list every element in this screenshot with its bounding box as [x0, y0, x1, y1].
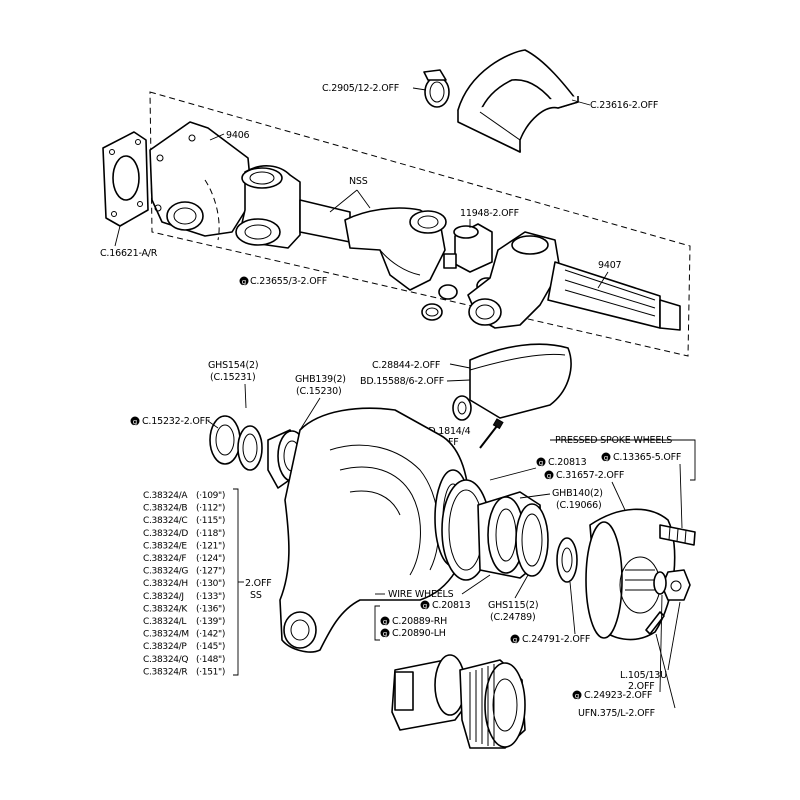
label-washer: C.24923-2.OFF	[584, 690, 652, 701]
label-stud: C.13365-5.OFF	[613, 452, 681, 463]
shim-size: (·115")	[196, 516, 225, 526]
label-cover: C.23616-2.OFF	[590, 100, 658, 111]
shim-table: C.38324/A (·109") C.38324/B (·112") C.38324/…	[143, 491, 225, 677]
shim-size: (·136")	[196, 604, 225, 614]
symbol-rh: g	[383, 618, 387, 626]
shim-part-number: C.38324/C	[143, 516, 187, 526]
label-hub-seal-b: (C.24789)	[490, 612, 536, 623]
wheel-hub	[585, 508, 676, 641]
shim-part-number: C.38324/A	[143, 491, 188, 501]
shim-part-number: C.38324/K	[143, 604, 188, 614]
shim-size: (·151")	[196, 667, 225, 677]
shim-size: (·118")	[196, 529, 225, 539]
label-shield: C.28844-2.OFF	[372, 360, 440, 371]
label-shim-qty: 2.OFF	[245, 578, 271, 589]
symbol-circlip: g	[242, 278, 246, 286]
shim-size: (·124")	[196, 554, 225, 564]
symbol-shim-outer: g	[133, 418, 137, 426]
label-gasket: C.16621-A/R	[100, 248, 158, 259]
shim-part-number: C.38324/H	[143, 579, 188, 589]
shim-part-number: C.38324/Q	[143, 655, 188, 665]
shim-part-number: C.38324/F	[143, 554, 186, 564]
symbol-collar: g	[513, 636, 517, 644]
shim-size: (·112")	[196, 504, 225, 514]
wire-wheel-hub	[391, 654, 526, 749]
label-hub-bearing-b: (C.19066)	[556, 500, 602, 511]
seal	[209, 415, 241, 465]
symbol-lh: g	[383, 630, 387, 638]
shim-part-number: C.38324/B	[143, 504, 187, 514]
label-seal-b: (C.15231)	[210, 372, 256, 383]
washer	[653, 571, 667, 595]
label-spacer: C.20813	[548, 457, 587, 468]
shim-size: (·133")	[196, 592, 225, 602]
symbol-washer: g	[575, 692, 579, 700]
label-bearing-a: GHB139(2)	[295, 374, 346, 385]
label-nut-a: L.105/13U	[620, 670, 667, 681]
circlips	[421, 284, 458, 321]
shim-ring	[237, 425, 263, 471]
shim-part-number: C.38324/P	[143, 642, 187, 652]
shim-size: (·145")	[196, 642, 225, 652]
symbol-wire-spacer: g	[423, 602, 427, 610]
label-circlip: C.23655/3-2.OFF	[250, 276, 327, 287]
shim-size: (·142")	[196, 630, 225, 640]
label-hub-bearing-a: GHB140(2)	[552, 488, 603, 499]
differential-housing	[149, 121, 253, 241]
shim-part-number: C.38324/E	[143, 541, 187, 551]
label-wire-header: WIRE WHEELS	[388, 589, 454, 600]
label-hub: C.31657-2.OFF	[556, 470, 624, 481]
label-shim-ss: SS	[250, 590, 262, 601]
label-bolt: BD.15588/6-2.OFF	[360, 376, 444, 387]
label-nss: NSS	[349, 176, 368, 187]
shim-part-number: C.38324/G	[143, 567, 188, 577]
label-hub-seal-a: GHS115(2)	[488, 600, 538, 611]
gasket	[102, 131, 149, 227]
inner-yoke	[235, 165, 351, 249]
label-clip: C.2905/12-2.OFF	[322, 83, 399, 94]
label-shaft: 9407	[598, 260, 622, 271]
assembly-outline	[149, 91, 691, 357]
label-pressed-header: PRESSED SPOKE WHEELS	[555, 435, 672, 446]
label-ujoint: 11948-2.OFF	[460, 208, 519, 219]
shim-size: (·109")	[196, 491, 225, 501]
label-bearing-b: (C.15230)	[296, 386, 342, 397]
symbol-hub: g	[547, 472, 551, 480]
label-screw-a: BD.1814/4	[422, 426, 471, 437]
label-lh: C.20890-LH	[392, 628, 446, 639]
label-wire-spacer: C.20813	[432, 600, 471, 611]
shield	[469, 343, 572, 419]
label-shim-outer: C.15232-2.OFF	[142, 416, 210, 427]
shim-part-number: C.38324/D	[143, 529, 188, 539]
shim-size: (·139")	[196, 617, 225, 627]
shim-size: (·127")	[196, 567, 225, 577]
collar	[556, 537, 578, 583]
shim-part-number: C.38324/L	[143, 617, 186, 627]
outer-yoke	[344, 207, 447, 291]
shim-part-number: C.38324/M	[143, 630, 189, 640]
shim-size: (·148")	[196, 655, 225, 665]
shim-part-number: C.38324/R	[143, 667, 187, 677]
label-collar: C.24791-2.OFF	[522, 634, 590, 645]
output-shaft	[467, 231, 681, 331]
shim-size: (·130")	[196, 579, 225, 589]
hub-seal	[515, 503, 549, 577]
wheel-stud	[659, 524, 696, 546]
label-pin: UFN.375/L-2.OFF	[578, 708, 655, 719]
shim-part-number: C.38324/J	[143, 592, 184, 602]
bolt	[452, 395, 472, 421]
symbol-spacer: g	[539, 459, 543, 467]
shim-size: (·121")	[196, 541, 225, 551]
split-pin	[645, 611, 665, 635]
label-rh: C.20889-RH	[392, 616, 447, 627]
screw	[479, 418, 504, 449]
symbol-stud: g	[604, 454, 608, 462]
label-housing: 9406	[226, 130, 250, 141]
label-nut-b: 2.OFF	[628, 681, 654, 692]
label-seal-a: GHS154(2)	[208, 360, 258, 371]
hose-clip	[423, 69, 450, 108]
cover	[457, 49, 579, 153]
